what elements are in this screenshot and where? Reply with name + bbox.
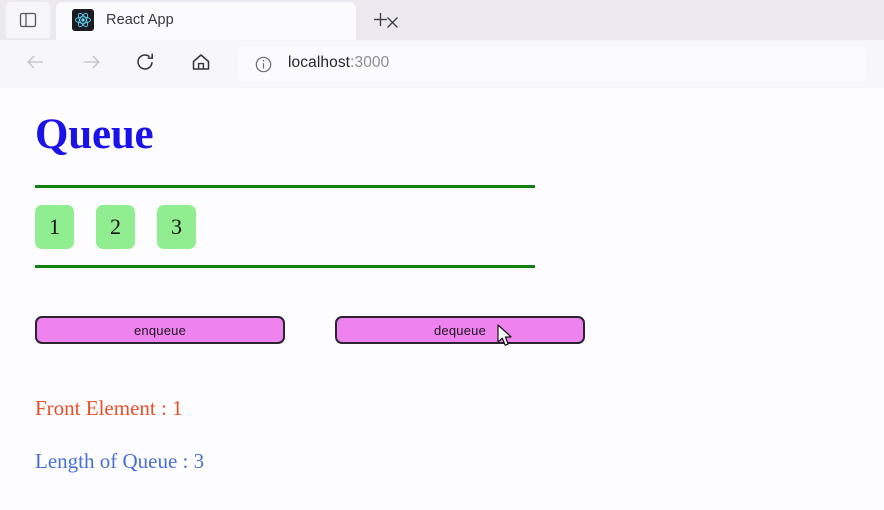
tab-title: React App: [106, 12, 174, 28]
address-bar[interactable]: localhost:3000: [238, 46, 866, 82]
tab-list-icon: [19, 11, 37, 29]
reload-icon: [134, 51, 156, 78]
page-title: Queue: [35, 111, 154, 158]
queue-item: 3: [157, 205, 196, 249]
tab-react-app[interactable]: React App: [56, 2, 398, 40]
enqueue-button[interactable]: enqueue: [35, 316, 285, 344]
url-host: localhost: [288, 54, 351, 71]
arrow-right-icon: [80, 51, 102, 78]
arrow-left-icon: [25, 51, 47, 78]
queue-rule-top: [35, 185, 535, 188]
info-circle-icon[interactable]: [255, 56, 272, 73]
react-logo-icon: [72, 9, 94, 31]
queue-actions: enqueue dequeue: [0, 316, 884, 346]
browser-chrome: React App: [0, 0, 884, 88]
front-element-status: Front Element : 1: [35, 396, 183, 420]
plus-icon: [373, 12, 388, 32]
queue-container: 1 2 3: [35, 196, 535, 258]
browser-toolbar: localhost:3000: [0, 40, 884, 88]
home-icon: [190, 51, 212, 78]
queue-rule-bottom: [35, 265, 535, 268]
queue-length-status: Length of Queue : 3: [35, 449, 205, 473]
queue-item: 1: [35, 205, 74, 249]
queue-item: 2: [96, 205, 135, 249]
new-tab-button[interactable]: [366, 9, 394, 35]
close-icon[interactable]: [382, 12, 402, 32]
back-button[interactable]: [20, 49, 52, 79]
page-content: Queue 1 2 3 enqueue dequeue Front Elemen…: [0, 88, 884, 510]
home-button[interactable]: [185, 49, 217, 79]
tab-strip: React App: [0, 0, 884, 40]
forward-button[interactable]: [75, 49, 107, 79]
url-port: :3000: [350, 54, 390, 71]
tab-list-button[interactable]: [6, 2, 50, 38]
dequeue-button[interactable]: dequeue: [335, 316, 585, 344]
url-text: localhost:3000: [288, 54, 389, 72]
reload-button[interactable]: [129, 49, 161, 79]
